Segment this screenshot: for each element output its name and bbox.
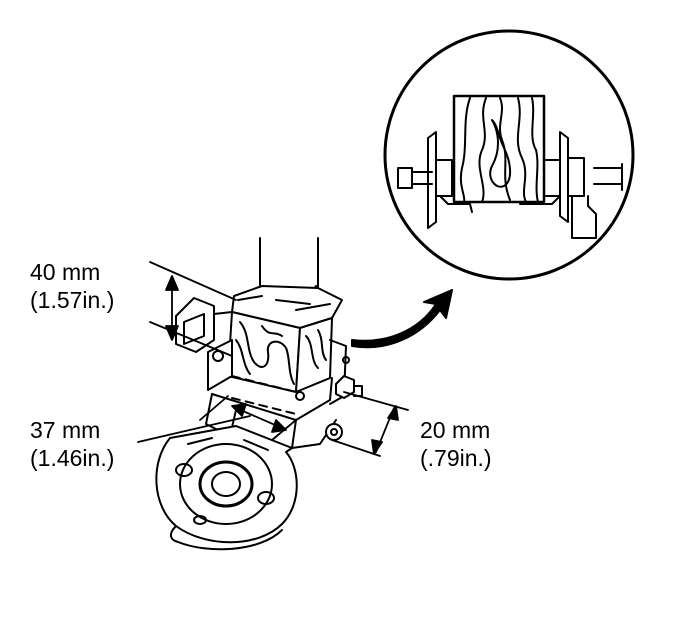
height-arrow-top (165, 275, 179, 291)
width-metric: 20 mm (420, 417, 491, 443)
height-arrow-bottom (165, 325, 179, 341)
detail-shaft (397, 163, 623, 191)
length-leader (137, 415, 251, 443)
terminal-nut (335, 375, 363, 399)
dimension-width (331, 391, 409, 457)
width-arrow-bottom (371, 439, 383, 455)
height-imperial: (1.57in.) (30, 287, 115, 313)
detail-view (383, 29, 635, 281)
detail-left-flange (427, 131, 437, 229)
height-dimension-label: 40 mm (1.57in.) (30, 258, 114, 314)
width-imperial: (.79in.) (420, 445, 492, 471)
length-arrow-right (271, 419, 287, 433)
detail-right-flange (559, 131, 569, 223)
detail-pointer-arrow (351, 289, 453, 349)
height-metric: 40 mm (30, 259, 101, 285)
motor-housing (175, 297, 363, 449)
length-metric: 37 mm (30, 417, 101, 443)
wood-block (227, 285, 343, 393)
dimension-length (137, 395, 297, 443)
detail-bracket (571, 195, 597, 239)
detail-wood-block (452, 94, 546, 204)
dimension-height (149, 261, 237, 357)
width-arrow-top (387, 405, 399, 421)
length-imperial: (1.46in.) (30, 445, 115, 471)
length-dimension-label: 37 mm (1.46in.) (30, 416, 114, 472)
length-arrow-left (231, 403, 247, 417)
width-dimension-label: 20 mm (.79in.) (420, 416, 492, 472)
mounting-flange (155, 425, 298, 551)
